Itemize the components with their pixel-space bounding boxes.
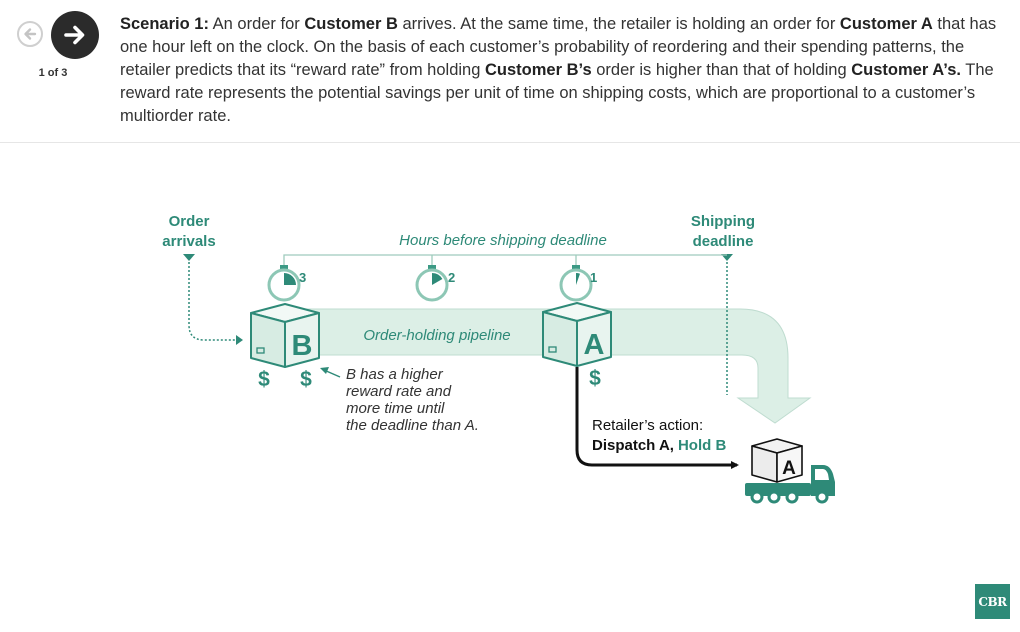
caption-text: The reward rate represents the potential… bbox=[120, 61, 994, 125]
caption-bold: Customer B bbox=[304, 15, 398, 33]
order-arrivals-label: arrivals bbox=[162, 233, 215, 250]
timer-label: 2 bbox=[448, 270, 455, 285]
order-holding-diagram: Order arrivals Shipping deadline Hours b… bbox=[162, 213, 835, 504]
dollar-sign: $ bbox=[589, 367, 601, 390]
truck-package-label: A bbox=[782, 458, 796, 479]
hours-label: Hours before shipping deadline bbox=[399, 232, 607, 249]
previous-button[interactable] bbox=[17, 21, 43, 47]
scenario-caption: Scenario 1: An order for Customer B arri… bbox=[120, 13, 1005, 128]
note-text: reward rate and bbox=[346, 383, 452, 400]
publisher-logo: CBR bbox=[975, 584, 1010, 619]
arrivals-dotted-path bbox=[188, 262, 236, 341]
note-text: B has a higher bbox=[346, 366, 444, 383]
caption-text: An order for bbox=[208, 15, 305, 33]
action-text: Dispatch A,Hold B bbox=[592, 437, 726, 454]
header: 1 of 3 Scenario 1: An order for Customer… bbox=[0, 0, 1020, 143]
arrivals-marker bbox=[183, 254, 195, 261]
note-arrowhead bbox=[320, 367, 329, 374]
deadline-marker bbox=[721, 254, 733, 261]
page-counter: 1 of 3 bbox=[38, 67, 68, 79]
shipping-deadline-label: Shipping bbox=[691, 213, 755, 230]
note-text: the deadline than A. bbox=[346, 417, 479, 434]
next-button[interactable] bbox=[51, 11, 99, 59]
timer-label: 1 bbox=[590, 270, 597, 285]
caption-bold: Customer A bbox=[839, 15, 933, 33]
note-text: more time until bbox=[346, 400, 445, 417]
package-a-label: A bbox=[584, 329, 605, 361]
caption-text: order is higher than that of holding bbox=[591, 61, 852, 79]
package-b-label: B bbox=[292, 330, 313, 362]
package-a-icon bbox=[542, 302, 612, 367]
pipeline-label: Order-holding pipeline bbox=[363, 327, 510, 344]
truck-icon bbox=[745, 465, 835, 504]
dispatch-path bbox=[575, 367, 739, 469]
caption-bold: Customer B’s bbox=[484, 61, 592, 79]
dollar-sign: $ bbox=[300, 368, 312, 391]
shipping-deadline-label: deadline bbox=[693, 233, 754, 250]
pipeline-band bbox=[285, 308, 812, 424]
arrow-right-icon bbox=[64, 25, 85, 45]
order-arrivals-label: Order bbox=[169, 213, 210, 230]
action-dispatch: Dispatch A, bbox=[592, 437, 674, 454]
caption-bold: Customer A’s. bbox=[851, 61, 961, 79]
truck-package-icon bbox=[751, 438, 803, 483]
caption-lead: Scenario 1: bbox=[120, 15, 209, 33]
timer-label: 3 bbox=[299, 270, 306, 285]
dollar-sign: $ bbox=[258, 368, 270, 391]
arrow-left-icon bbox=[24, 28, 37, 40]
action-hold: Hold B bbox=[678, 437, 726, 454]
arrivals-arrowhead bbox=[236, 335, 243, 345]
action-title: Retailer’s action: bbox=[592, 417, 703, 434]
hours-bracket bbox=[283, 254, 727, 268]
timer-icon bbox=[559, 265, 593, 302]
timer-icon bbox=[267, 265, 301, 302]
caption-text: that has one hour left on the clock. On … bbox=[120, 15, 997, 79]
caption-text: arrives. At the same time, the retailer … bbox=[397, 15, 840, 33]
package-b-icon bbox=[250, 303, 320, 368]
timer-icon bbox=[415, 265, 449, 302]
